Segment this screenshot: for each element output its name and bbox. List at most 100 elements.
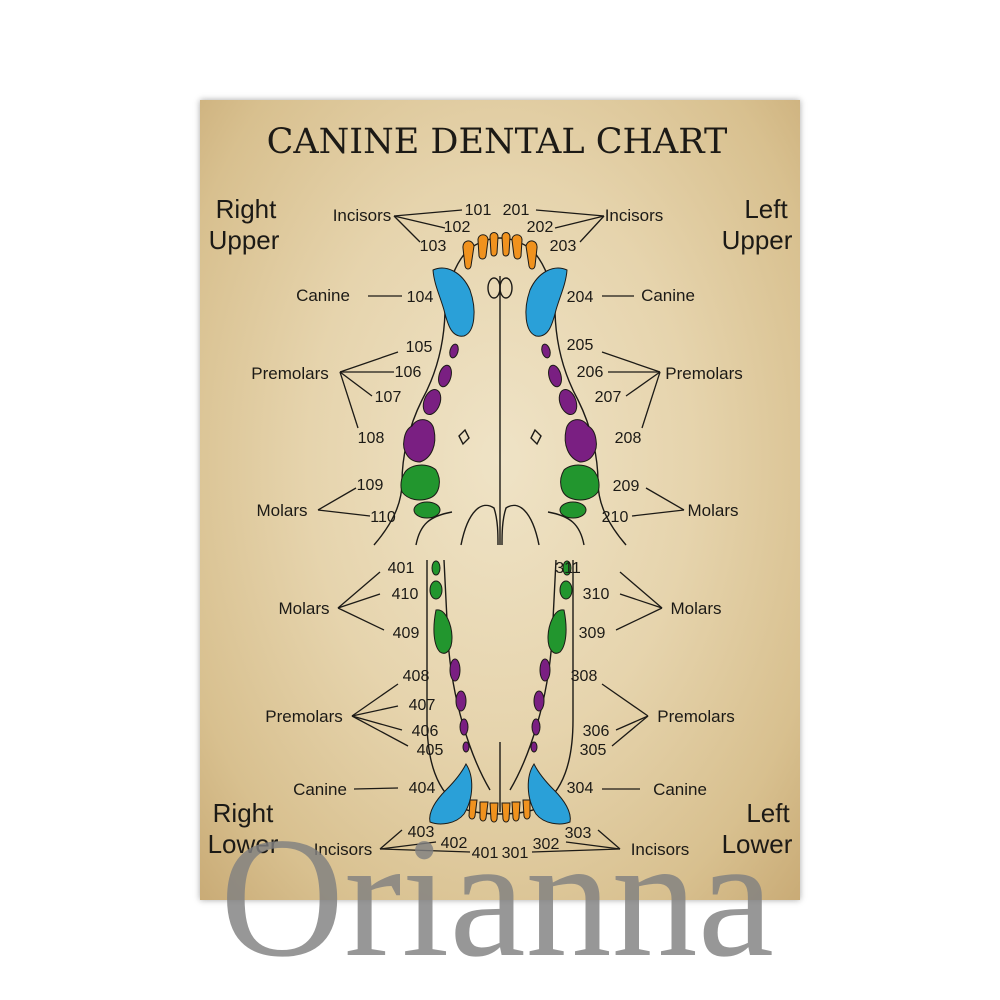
corner-right-lower-line2: Lower (208, 829, 279, 859)
tooth-206 (548, 364, 562, 388)
number-109: 109 (357, 477, 384, 494)
label-lower-left-premolars: Premolars (657, 707, 734, 726)
number-201: 201 (503, 202, 530, 219)
number-208: 208 (615, 430, 642, 447)
tooth-107 (422, 388, 442, 416)
number-105: 105 (406, 339, 433, 356)
tooth-411 (431, 560, 441, 576)
tooth-405 (462, 741, 470, 753)
corner-right-lower-line1: Right (213, 798, 274, 828)
tooth-307 (533, 690, 545, 712)
tooth-306 (531, 718, 541, 736)
tooth-205 (541, 343, 551, 359)
number-305: 305 (580, 742, 607, 759)
tooth-108 (403, 419, 436, 463)
tooth-406 (459, 718, 469, 736)
number-306: 306 (583, 723, 610, 740)
tooth-305 (530, 741, 538, 753)
number-104: 104 (407, 289, 434, 306)
corner-right-upper-line2: Upper (209, 225, 280, 255)
label-upper-left-incisors: Incisors (605, 206, 664, 225)
number-311: 311 (555, 560, 581, 577)
tooth-407 (455, 690, 467, 712)
tooth-402 (479, 801, 489, 822)
number-401-incisor: 401 (472, 845, 499, 862)
tooth-103 (462, 240, 475, 270)
tooth-109 (400, 464, 440, 501)
number-203: 203 (550, 238, 577, 255)
tooth-210 (559, 501, 587, 519)
number-207: 207 (595, 389, 622, 406)
number-110: 110 (370, 509, 396, 526)
label-upper-right-molars: Molars (256, 501, 307, 520)
tooth-403 (468, 799, 478, 820)
tooth-311 (562, 560, 572, 576)
upper-teeth (400, 232, 600, 519)
tooth-208 (564, 419, 597, 463)
label-lower-right-molars: Molars (278, 599, 329, 618)
number-310: 310 (583, 586, 610, 603)
label-upper-right-canine: Canine (296, 286, 350, 305)
tooth-203 (525, 240, 538, 270)
number-202: 202 (527, 219, 554, 236)
tooth-409 (433, 609, 453, 654)
tooth-106 (438, 364, 452, 388)
corner-left-lower-line1: Left (746, 798, 790, 828)
label-upper-right-incisors: Incisors (333, 206, 392, 225)
tooth-302 (511, 801, 521, 822)
label-lower-left-molars: Molars (670, 599, 721, 618)
number-106: 106 (395, 364, 422, 381)
number-402: 402 (441, 835, 468, 852)
number-209: 209 (613, 478, 640, 495)
tooth-204 (525, 267, 568, 337)
number-302: 302 (533, 836, 560, 853)
label-upper-left-canine: Canine (641, 286, 695, 305)
number-308: 308 (571, 668, 598, 685)
number-407: 407 (409, 697, 436, 714)
number-303: 303 (565, 825, 592, 842)
tooth-303 (522, 799, 531, 820)
tooth-102 (477, 234, 489, 260)
corner-left-upper-line1: Left (744, 194, 788, 224)
number-102: 102 (444, 219, 471, 236)
number-107: 107 (375, 389, 402, 406)
chart-title: CANINE DENTAL CHART (267, 122, 728, 162)
label-upper-left-molars: Molars (687, 501, 738, 520)
label-lower-left-incisors: Incisors (631, 840, 690, 859)
number-210: 210 (602, 509, 629, 526)
leader-lines (317, 209, 685, 853)
tooth-110 (413, 501, 441, 519)
number-204: 204 (567, 289, 594, 306)
group-labels: Incisors Canine Premolars Molars Incisor… (251, 206, 742, 859)
label-lower-right-premolars: Premolars (265, 707, 342, 726)
tooth-301 (501, 802, 511, 823)
label-upper-right-premolars: Premolars (251, 364, 328, 383)
tooth-308 (539, 658, 551, 682)
tooth-309 (547, 609, 567, 654)
number-401-molar: 401 (388, 560, 415, 577)
number-405: 405 (417, 742, 444, 759)
lower-jaw-outline (426, 559, 574, 815)
tooth-209 (560, 464, 600, 501)
number-101: 101 (465, 202, 492, 219)
corner-left-upper-line2: Upper (722, 225, 793, 255)
tooth-408 (449, 658, 461, 682)
watermark-text: Orianna (220, 803, 774, 993)
label-upper-left-premolars: Premolars (665, 364, 742, 383)
number-404: 404 (409, 780, 436, 797)
number-309: 309 (579, 625, 606, 642)
corner-left-lower-line2: Lower (722, 829, 793, 859)
number-403: 403 (408, 824, 435, 841)
number-409: 409 (393, 625, 420, 642)
tooth-207 (558, 388, 578, 416)
tooth-202 (511, 234, 523, 260)
tooth-101 (489, 232, 499, 257)
lower-teeth (429, 560, 573, 825)
tooth-401 (489, 802, 499, 823)
label-lower-right-incisors: Incisors (314, 840, 373, 859)
number-408: 408 (403, 668, 430, 685)
number-410: 410 (392, 586, 419, 603)
number-206: 206 (577, 364, 604, 381)
